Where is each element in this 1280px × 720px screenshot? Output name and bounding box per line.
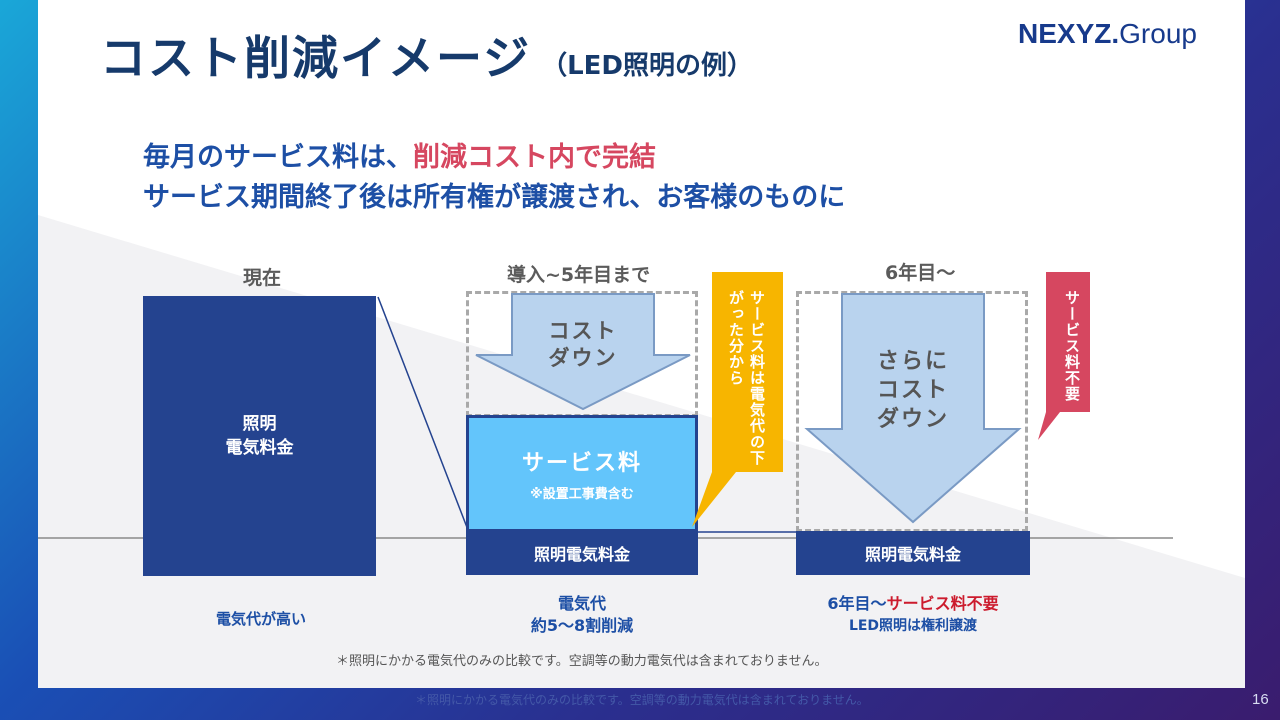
further-line1: さらに — [876, 348, 949, 374]
current-box-line2: 電気料金 — [225, 438, 294, 458]
note-intro-line2: 約5～8割削減 — [530, 616, 634, 635]
red-callout-shape — [1038, 272, 1090, 440]
note-after-line2: LED照明は権利譲渡 — [848, 618, 978, 634]
after-electric-bar: 照明電気料金 — [796, 531, 1030, 575]
note-after-line1: 6年目～サービス料不要 — [796, 593, 1030, 615]
connector-line-left — [377, 296, 469, 531]
cost-down-line1: コスト — [548, 319, 618, 343]
note-after: 6年目～サービス料不要 LED照明は権利譲渡 — [796, 593, 1030, 637]
headline-2: サービス期間終了後は所有権が譲渡され、お客様のものに — [143, 182, 846, 213]
page-footnote: ＊照明にかかる電気代のみの比較です。空調等の動力電気代は含まれておりません。 — [415, 693, 869, 707]
service-fee-title: サービス料 — [521, 451, 642, 476]
note-current: 電気代が高い — [216, 610, 307, 628]
slide-footnote: ＊照明にかかる電気代のみの比較です。空調等の動力電気代は含まれておりません。 — [336, 654, 828, 669]
after-dashed-area — [796, 291, 1028, 532]
label-after: 6年目～ — [885, 262, 956, 284]
page-number: 16 — [1252, 691, 1269, 708]
logo-bold: NEXYZ. — [1018, 18, 1120, 49]
further-line3: ダウン — [876, 406, 949, 432]
further-cost-down-text: さらに コスト ダウン — [843, 345, 983, 435]
further-line2: コスト — [876, 377, 949, 403]
further-cost-down-arrow — [804, 293, 1022, 524]
intro-electric-bar: 照明電気料金 — [466, 531, 698, 575]
yellow-callout-text: サービス料は電気代の下がった分から — [727, 290, 766, 466]
slide: コスト削減イメージ （LED照明の例） NEXYZ.Group 毎月のサービス料は… — [38, 0, 1245, 688]
label-current: 現在 — [243, 267, 282, 289]
yellow-callout-shape — [692, 272, 783, 527]
cost-down-arrow-text: コスト ダウン — [512, 318, 654, 372]
service-fee-box: サービス料 ※設置工事費含む — [466, 415, 698, 532]
note-after-highlight: サービス料不要 — [886, 594, 999, 613]
current-cost-box: 照明 電気料金 — [143, 296, 376, 576]
current-box-line1: 照明 — [242, 414, 277, 434]
service-fee-sub: ※設置工事費含む — [530, 487, 634, 502]
note-after-prefix: 6年目～ — [827, 594, 887, 613]
red-callout-text: サービス料不要 — [1063, 290, 1081, 402]
note-intro: 電気代 約5～8割削減 — [466, 593, 698, 637]
slide-title-main: コスト削減イメージ — [100, 31, 532, 85]
slide-title-sub: （LED照明の例） — [541, 51, 754, 81]
company-logo: NEXYZ.Group — [1018, 18, 1197, 50]
headline-1: 毎月のサービス料は、削減コスト内で完結 — [143, 135, 656, 174]
slide-title: コスト削減イメージ （LED照明の例） — [100, 22, 753, 88]
note-intro-line1: 電気代 — [557, 594, 606, 613]
cost-down-arrow — [475, 293, 691, 411]
cost-down-line2: ダウン — [548, 346, 618, 370]
headline-1-highlight: 削減コスト内で完結 — [413, 142, 656, 173]
headline-1-prefix: 毎月のサービス料は、 — [143, 142, 413, 173]
logo-light: Group — [1119, 18, 1197, 49]
label-intro: 導入~5年目まで — [507, 264, 651, 286]
